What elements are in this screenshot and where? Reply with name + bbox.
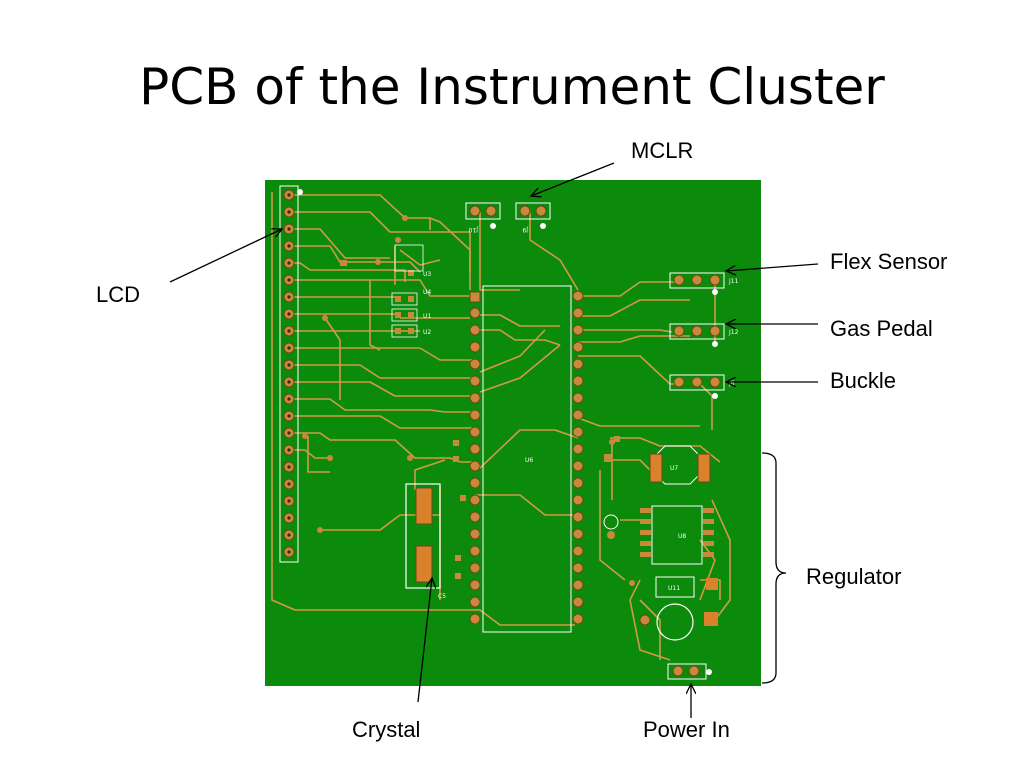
flex-sensor-label: Flex Sensor [830, 249, 948, 274]
regulator-bracket [761, 452, 787, 684]
microcontroller-pins [469, 290, 584, 625]
mclr-label: MCLR [631, 138, 694, 163]
slide-title: PCB of the Instrument Cluster [139, 58, 885, 116]
lcd-label: LCD [96, 282, 141, 307]
smd-outlines [391, 244, 424, 338]
crystal-footprint [405, 483, 441, 589]
silkscreen-labels: J10 J9 J11 J12 J8 U3 U4 U2 U1 U6 U8 U11 … [423, 226, 739, 600]
misc-vias [297, 189, 303, 195]
silk-label-j9: J9 [522, 226, 529, 233]
regulator-section [603, 436, 718, 641]
silk-label-j12: J12 [728, 329, 739, 336]
flex-sensor-leader [726, 263, 819, 271]
gas-pedal-connector [669, 323, 725, 347]
crystal-label: Crystal [352, 717, 421, 742]
j9-mclr-header [515, 202, 551, 229]
microcontroller-ic [469, 285, 572, 633]
smd-components [302, 215, 615, 579]
flex-sensor-connector [669, 272, 725, 295]
silk-label-j8: J8 [728, 380, 735, 387]
mclr-leader [531, 162, 615, 196]
power-in-label: Power In [643, 717, 730, 742]
callout-leaders [169, 162, 819, 718]
silk-label-u3: U3 [423, 271, 431, 278]
gas-pedal-label: Gas Pedal [830, 316, 933, 341]
silk-label-u1: U1 [423, 313, 431, 320]
silk-label-j10: J10 [468, 226, 479, 233]
buckle-label: Buckle [830, 368, 897, 393]
power-in-connector [667, 663, 712, 680]
silk-label-j11: J11 [728, 278, 739, 285]
silk-label-u8: U8 [678, 533, 686, 540]
silk-label-c5: C5 [438, 593, 446, 600]
crystal-leader [417, 578, 432, 703]
pcb-traces [271, 192, 731, 661]
pcb-board [265, 180, 761, 686]
buckle-connector [669, 374, 725, 399]
lcd-leader [169, 229, 282, 283]
j10-header [465, 202, 501, 229]
silk-label-u4: U4 [423, 289, 431, 296]
silk-label-u6: U6 [525, 457, 533, 464]
lcd-header-outline [279, 185, 299, 563]
silk-label-u2: U2 [423, 329, 431, 336]
silk-label-u11: U11 [668, 585, 680, 592]
silk-label-u7: U7 [670, 465, 678, 472]
regulator-label: Regulator [806, 564, 902, 589]
